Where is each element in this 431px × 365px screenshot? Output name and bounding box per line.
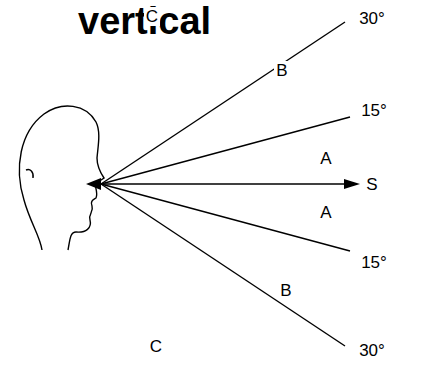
angle-label: 15°	[359, 253, 389, 272]
line-sight	[101, 183, 348, 184]
sight-lines	[101, 22, 350, 346]
ear	[26, 169, 33, 178]
line-down-30	[101, 184, 345, 346]
head-outline	[19, 106, 104, 250]
line-down-15	[101, 184, 350, 251]
zone-label: B	[274, 61, 289, 80]
zone-label: C	[148, 337, 164, 356]
angle-label: 30°	[357, 9, 387, 28]
line-up-30	[101, 22, 345, 184]
angle-label: 30°	[357, 341, 387, 360]
axis-label: S	[364, 175, 379, 194]
line-up-15	[101, 117, 350, 184]
angle-label: 15°	[359, 101, 389, 120]
zone-label: C	[144, 7, 160, 26]
eye-point	[86, 178, 101, 190]
zone-label: B	[278, 281, 293, 300]
zone-label: A	[318, 149, 333, 168]
arrow-head	[344, 179, 360, 189]
head-profile	[19, 106, 104, 250]
zone-label: A	[318, 203, 333, 222]
